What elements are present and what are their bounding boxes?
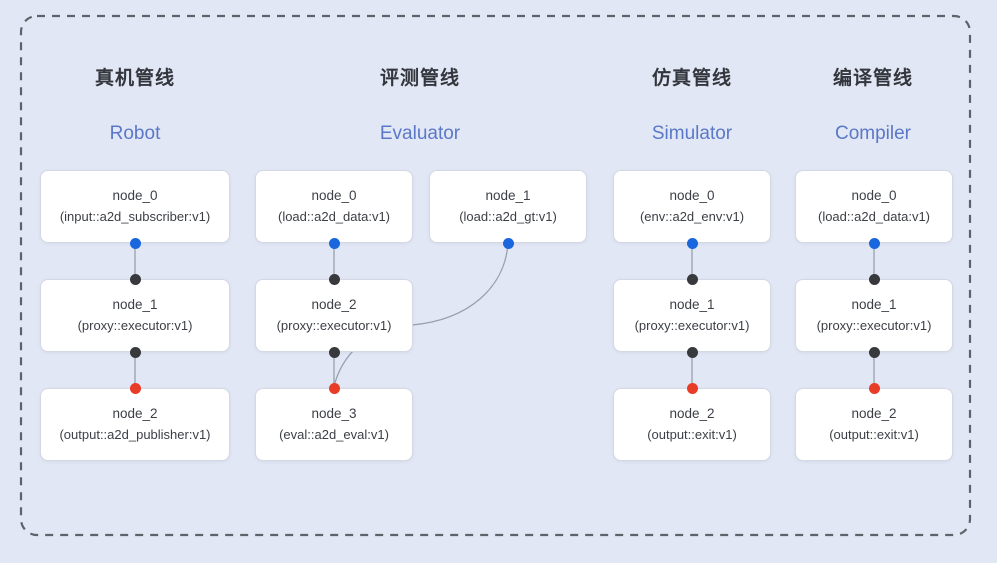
port-dot-red — [868, 382, 880, 394]
pipeline-title-en-compiler: Compiler — [834, 123, 912, 144]
node-evaluator-node_1: node_1 (load::a2d_gt:v1) — [429, 170, 587, 243]
port-dot-blue — [502, 237, 514, 249]
node-type: (load::a2d_data:v1) — [277, 209, 391, 225]
node-name: node_2 — [112, 406, 158, 422]
port-dot-blue — [129, 237, 141, 249]
pipeline-title-en-evaluator: Evaluator — [379, 123, 461, 144]
node-type: (output::exit:v1) — [829, 427, 919, 443]
node-type: (proxy::executor:v1) — [77, 318, 193, 334]
port-dot-black — [328, 346, 340, 358]
port-dot-black — [686, 273, 698, 285]
node-name: node_1 — [669, 297, 715, 313]
node-evaluator-node_2: node_2 (proxy::executor:v1) — [255, 279, 413, 352]
node-name: node_0 — [311, 188, 357, 204]
node-name: node_1 — [485, 188, 531, 204]
port-dot-black — [328, 273, 340, 285]
port-dot-blue — [686, 237, 698, 249]
node-type: (proxy::executor:v1) — [276, 318, 392, 334]
node-name: node_0 — [112, 188, 158, 204]
port-dot-black — [686, 346, 698, 358]
port-dot-red — [129, 382, 141, 394]
node-name: node_1 — [112, 297, 158, 313]
port-dot-red — [328, 382, 340, 394]
node-type: (output::a2d_publisher:v1) — [59, 427, 211, 443]
node-simulator-node_1: node_1 (proxy::executor:v1) — [613, 279, 771, 352]
node-robot-node_0: node_0 (input::a2d_subscriber:v1) — [40, 170, 230, 243]
node-simulator-node_0: node_0 (env::a2d_env:v1) — [613, 170, 771, 243]
node-evaluator-node_0: node_0 (load::a2d_data:v1) — [255, 170, 413, 243]
node-name: node_2 — [669, 406, 715, 422]
node-evaluator-node_3: node_3 (eval::a2d_eval:v1) — [255, 388, 413, 461]
port-dot-blue — [328, 237, 340, 249]
node-compiler-node_2: node_2 (output::exit:v1) — [795, 388, 953, 461]
port-dot-black — [129, 273, 141, 285]
pipeline-title-zh-compiler: 编译管线 — [832, 68, 913, 89]
node-name: node_3 — [311, 406, 357, 422]
node-compiler-node_0: node_0 (load::a2d_data:v1) — [795, 170, 953, 243]
node-name: node_0 — [851, 188, 897, 204]
node-type: (output::exit:v1) — [647, 427, 737, 443]
pipeline-title-zh-simulator: 仿真管线 — [651, 68, 732, 89]
node-type: (env::a2d_env:v1) — [639, 209, 745, 225]
node-name: node_2 — [851, 406, 897, 422]
node-simulator-node_2: node_2 (output::exit:v1) — [613, 388, 771, 461]
port-dot-black — [868, 346, 880, 358]
pipeline-title-zh-robot: 真机管线 — [94, 68, 175, 89]
node-type: (load::a2d_data:v1) — [817, 209, 931, 225]
node-type: (eval::a2d_eval:v1) — [279, 427, 389, 443]
node-robot-node_2: node_2 (output::a2d_publisher:v1) — [40, 388, 230, 461]
port-dot-red — [686, 382, 698, 394]
node-name: node_0 — [669, 188, 715, 204]
node-compiler-node_1: node_1 (proxy::executor:v1) — [795, 279, 953, 352]
port-dot-black — [129, 346, 141, 358]
node-type: (input::a2d_subscriber:v1) — [59, 209, 211, 225]
node-name: node_2 — [311, 297, 357, 313]
node-robot-node_1: node_1 (proxy::executor:v1) — [40, 279, 230, 352]
pipeline-title-en-robot: Robot — [109, 123, 161, 144]
node-type: (proxy::executor:v1) — [816, 318, 932, 334]
pipeline-title-en-simulator: Simulator — [651, 123, 733, 144]
node-name: node_1 — [851, 297, 897, 313]
node-type: (proxy::executor:v1) — [634, 318, 750, 334]
dashed-border — [19, 14, 972, 537]
port-dot-black — [868, 273, 880, 285]
pipeline-title-zh-evaluator: 评测管线 — [379, 68, 460, 89]
port-dot-blue — [868, 237, 880, 249]
node-type: (load::a2d_gt:v1) — [459, 209, 557, 225]
